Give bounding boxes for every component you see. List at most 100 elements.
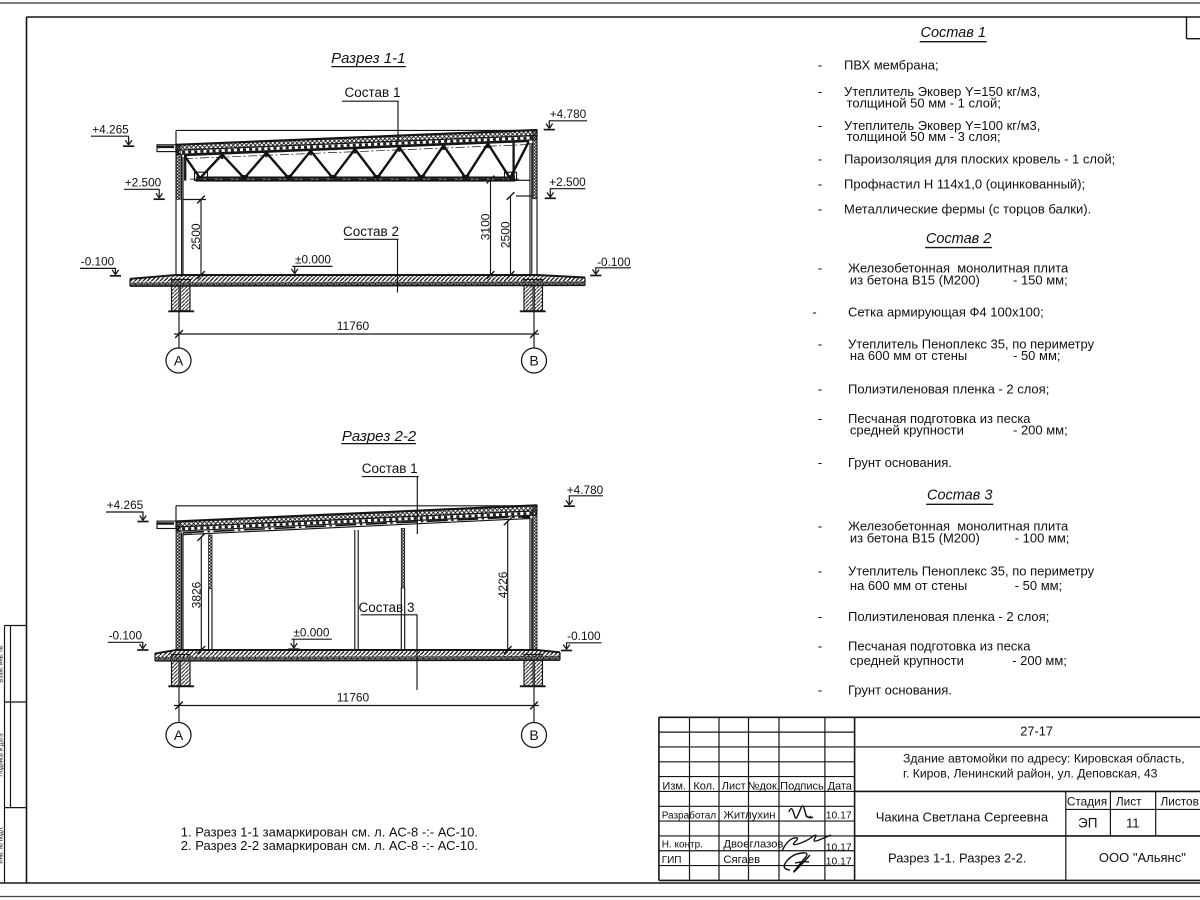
svg-text:+4.780: +4.780 [550,107,587,121]
svg-text:Состав 2: Состав 2 [343,224,399,239]
svg-text:А: А [174,353,184,369]
svg-text:1. Разрез 1-1 замаркирован см.: 1. Разрез 1-1 замаркирован см. л. АС-8 -… [181,825,478,840]
svg-text:11760: 11760 [337,319,370,333]
svg-text:Чакина Светлана Сергеевна: Чакина Светлана Сергеевна [876,810,1049,825]
svg-text:ООО "Альянс": ООО "Альянс" [1099,850,1186,865]
svg-text:+4.265: +4.265 [92,123,129,137]
svg-text:Разрез 2-2: Разрез 2-2 [342,428,417,445]
svg-text:-0.100: -0.100 [567,629,601,643]
svg-text:толщиной 50 мм - 3 слоя;: толщиной 50 мм - 3 слоя; [847,129,1001,144]
svg-text:-: - [818,261,822,276]
svg-text:+2.500: +2.500 [125,176,162,190]
svg-text:2500: 2500 [189,223,203,250]
svg-text:ЭП: ЭП [1078,815,1097,830]
svg-text:ГИП: ГИП [662,855,682,866]
svg-text:Взам. инв. №: Взам. инв. № [0,645,5,682]
svg-text:-: - [818,57,822,72]
svg-text:А: А [174,727,184,743]
svg-text:-: - [818,609,822,624]
svg-text:№док.: №док. [748,781,780,793]
svg-text:+4.265: +4.265 [107,498,144,512]
svg-text:Металлические фермы (с торцов: Металлические фермы (с торцов балки). [844,201,1091,216]
svg-text:Утеплитель Пеноплекс 35, по пе: Утеплитель Пеноплекс 35, по периметру [848,336,1095,351]
svg-text:- 50 мм;: - 50 мм; [1013,348,1061,363]
svg-text:Утеплитель Эковер Y=100 кг/м3,: Утеплитель Эковер Y=100 кг/м3, [844,118,1040,133]
svg-text:Подпись: Подпись [780,781,824,793]
svg-text:Инв. № подл.: Инв. № подл. [0,826,5,864]
svg-text:Разработал: Разработал [662,810,717,822]
svg-text:- 100 мм;: - 100 мм; [1015,531,1070,546]
svg-text:-: - [818,151,822,166]
svg-text:11760: 11760 [337,691,370,705]
svg-text:Разрез 1-1. Разрез 2-2.: Разрез 1-1. Разрез 2-2. [888,851,1026,866]
svg-text:11: 11 [1126,815,1140,830]
svg-text:Грунт основания.: Грунт основания. [848,682,952,697]
svg-text:из бетона В15 (М200): из бетона В15 (М200) [850,272,980,287]
svg-text:Полиэтиленовая пленка - 2 слоя: Полиэтиленовая пленка - 2 слоя; [848,382,1049,397]
svg-text:Здание автомойки по адресу: Ки: Здание автомойки по адресу: Кировская об… [903,752,1185,766]
svg-text:из бетона В15 (М200): из бетона В15 (М200) [850,531,980,546]
svg-text:Кол.: Кол. [693,781,715,793]
svg-text:Стадия: Стадия [1067,795,1107,809]
svg-text:Состав 3: Состав 3 [359,600,415,615]
svg-text:Состав 1: Состав 1 [362,461,418,476]
svg-text:±0.000: ±0.000 [295,253,331,267]
svg-text:Сягаев: Сягаев [723,854,760,866]
svg-text:-0.100: -0.100 [109,629,143,643]
svg-text:-: - [818,176,822,191]
svg-text:10.17: 10.17 [826,857,852,868]
svg-text:В: В [529,727,538,743]
svg-text:-: - [818,382,822,397]
svg-text:Железобетонная монолитная пли: Железобетонная монолитная плита [848,519,1069,534]
svg-text:10.17: 10.17 [826,811,852,822]
svg-text:Листов: Листов [1161,795,1199,809]
svg-text:±0.000: ±0.000 [293,626,329,640]
svg-text:Пароизоляция для плоских крове: Пароизоляция для плоских кровель - 1 сло… [844,151,1115,166]
svg-text:-: - [818,564,822,579]
svg-text:-: - [818,118,822,133]
svg-text:-: - [818,682,822,697]
svg-text:Утеплитель Пеноплекс 35, по пе: Утеплитель Пеноплекс 35, по периметру [848,564,1095,579]
svg-text:4226: 4226 [496,571,510,598]
svg-text:ПВХ мембрана;: ПВХ мембрана; [844,57,939,72]
svg-text:3826: 3826 [190,581,204,608]
svg-text:Дата: Дата [828,781,853,793]
svg-text:10.17: 10.17 [826,843,852,854]
svg-text:Двоеглазов: Двоеглазов [723,839,783,851]
svg-text:средней крупности: средней крупности [850,653,964,668]
svg-text:-: - [818,201,822,216]
svg-text:Лист: Лист [722,781,746,793]
svg-text:Изм.: Изм. [662,781,686,793]
svg-text:Н. контр.: Н. контр. [662,840,703,851]
svg-text:толщиной 50 мм - 1 слой;: толщиной 50 мм - 1 слой; [847,96,1001,111]
svg-text:Состав 3: Состав 3 [927,488,992,504]
svg-text:-: - [818,519,822,534]
svg-text:Песчаная подготовка из песка: Песчаная подготовка из песка [848,411,1031,426]
svg-text:- 150 мм;: - 150 мм; [1013,272,1068,287]
svg-text:- 50 мм;: - 50 мм; [1015,578,1062,593]
svg-text:-: - [818,638,822,653]
svg-text:Лист: Лист [1116,795,1142,809]
svg-text:-: - [818,411,822,426]
svg-text:2500: 2500 [499,221,513,248]
svg-text:Состав 1: Состав 1 [345,85,401,100]
svg-text:Разрез 1-1: Разрез 1-1 [331,50,405,67]
svg-text:г. Киров, Ленинский район, ул.: г. Киров, Ленинский район, ул. Деповская… [903,766,1158,780]
svg-text:27-17: 27-17 [1020,724,1053,739]
svg-text:-0.100: -0.100 [597,255,631,269]
svg-text:-: - [818,84,822,99]
svg-text:В: В [529,353,538,369]
svg-text:Житлухин: Житлухин [723,810,775,822]
svg-text:2. Разрез 2-2 замаркирован см.: 2. Разрез 2-2 замаркирован см. л. АС-8 -… [181,838,478,853]
svg-text:-: - [818,336,822,351]
svg-text:+4.780: +4.780 [567,483,604,497]
svg-text:- 200 мм;: - 200 мм; [1013,423,1068,438]
svg-text:Состав 1: Состав 1 [920,25,985,41]
svg-text:на 600 мм от стены: на 600 мм от стены [850,348,967,363]
svg-text:Профнастил Н 114х1,0 (оцинкова: Профнастил Н 114х1,0 (оцинкованный); [844,176,1085,191]
svg-text:- 200 мм;: - 200 мм; [1012,653,1067,668]
svg-text:+2.500: +2.500 [549,175,586,189]
svg-text:-0.100: -0.100 [81,255,115,269]
svg-text:Полиэтиленовая пленка - 2 слоя: Полиэтиленовая пленка - 2 слоя; [848,609,1049,624]
svg-text:Подпись и дата: Подпись и дата [0,733,5,777]
